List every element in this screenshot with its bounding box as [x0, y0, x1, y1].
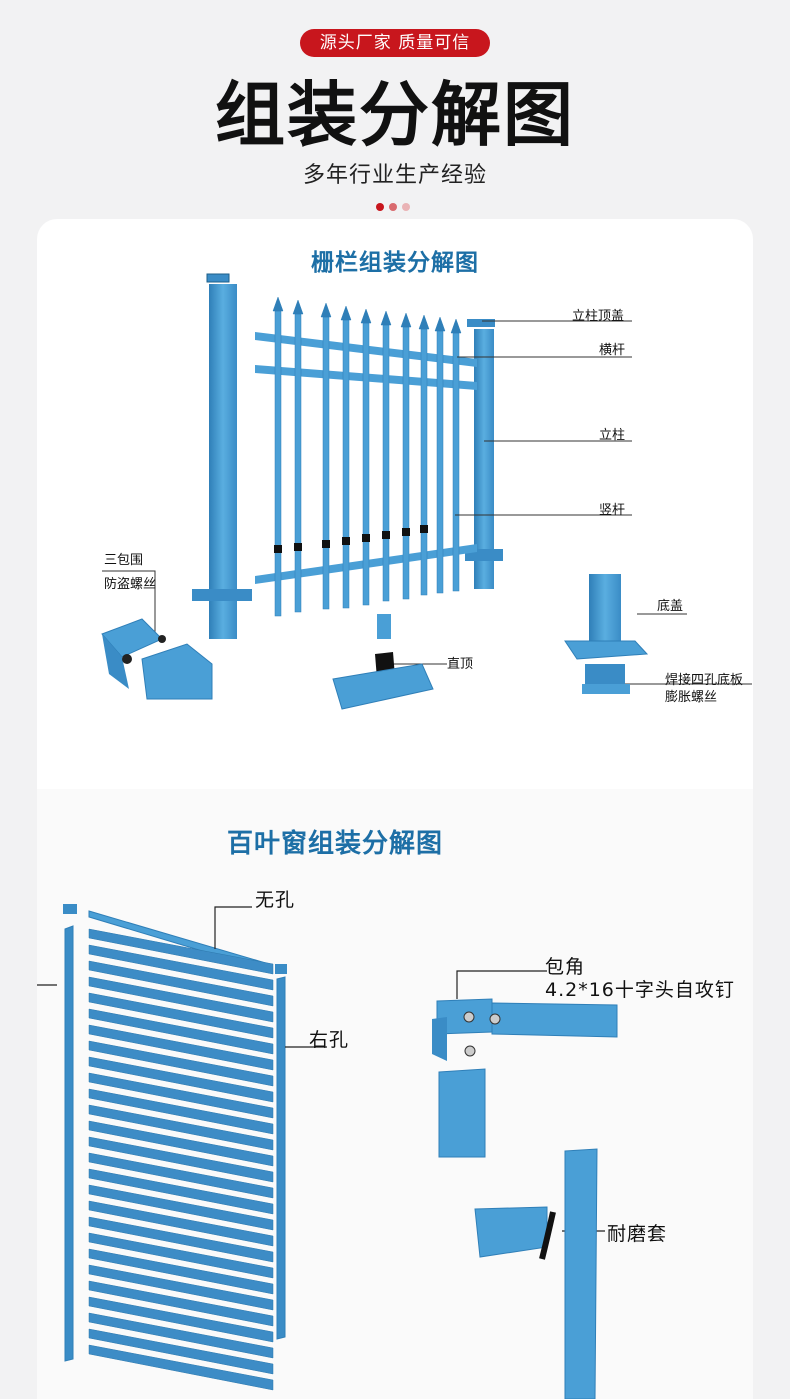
decorative-dots — [376, 196, 415, 211]
label-wrap: 三包围 — [104, 553, 144, 568]
dot-3 — [402, 203, 410, 211]
label-no-hole: 无孔 — [255, 889, 296, 911]
page-subtitle: 多年行业生产经验 — [302, 163, 487, 188]
louver-slat — [88, 1232, 274, 1279]
louver-slat — [88, 1280, 274, 1327]
dot-1 — [376, 203, 384, 211]
louver-slat — [88, 1008, 274, 1055]
label-post: 立柱 — [599, 428, 626, 443]
louver-section-title: 百叶窗组装分解图 — [227, 829, 444, 859]
louver-slat — [88, 928, 274, 975]
diagram-card: 栅栏组装分解图 — [37, 219, 753, 1399]
louver-slat — [88, 960, 274, 1007]
louver-slat — [88, 1248, 274, 1295]
louver-slat — [88, 1056, 274, 1103]
label-post-cap: 立柱顶盖 — [572, 309, 625, 324]
louver-slat — [88, 1264, 274, 1311]
louver-slat — [88, 1040, 274, 1087]
louver-slat — [88, 1168, 274, 1215]
louver-slat — [88, 1104, 274, 1151]
label-flat-top: 直顶 — [447, 657, 474, 672]
louver-illustration — [37, 904, 618, 1399]
louver-slat — [88, 1312, 274, 1359]
page-title: 组装分解图 — [215, 74, 575, 156]
label-screw-spec: 4.2*16十字头自攻钉 — [545, 979, 735, 1001]
louver-slat — [88, 1120, 274, 1167]
label-rail: 横杆 — [599, 343, 626, 358]
fence-illustration — [101, 273, 752, 710]
louver-slat — [88, 1136, 274, 1183]
louver-slat — [88, 944, 274, 991]
label-expansion-bolt: 膨胀螺丝 — [665, 690, 718, 705]
louver-slat — [88, 1072, 274, 1119]
louver-slat — [88, 976, 274, 1023]
source-factory-badge: 源头厂家 质量可信 — [300, 29, 490, 57]
louver-slat — [88, 1152, 274, 1199]
louver-slat — [88, 1184, 274, 1231]
louver-slat — [88, 1328, 274, 1375]
label-right-hole: 右孔 — [309, 1029, 350, 1051]
louver-slat — [88, 1024, 274, 1071]
louver-slat — [88, 1296, 274, 1343]
louver-slat — [88, 1200, 274, 1247]
dot-2 — [389, 203, 397, 211]
label-base-cap: 底盖 — [657, 599, 684, 614]
label-anti-theft-screw: 防盗螺丝 — [104, 577, 157, 592]
fence-section-title: 栅栏组装分解图 — [311, 250, 479, 276]
label-wear-sleeve: 耐磨套 — [607, 1223, 668, 1245]
label-picket: 竖杆 — [599, 503, 626, 518]
louver-panel: 百叶窗组装分解图 — [37, 789, 753, 1399]
fence-panel: 栅栏组装分解图 — [37, 219, 753, 729]
label-base-plate: 焊接四孔底板 — [665, 673, 744, 688]
louver-slat — [88, 1088, 274, 1135]
louver-slat — [88, 1216, 274, 1263]
label-corner-wrap: 包角 — [545, 956, 586, 978]
louver-slat — [88, 992, 274, 1039]
